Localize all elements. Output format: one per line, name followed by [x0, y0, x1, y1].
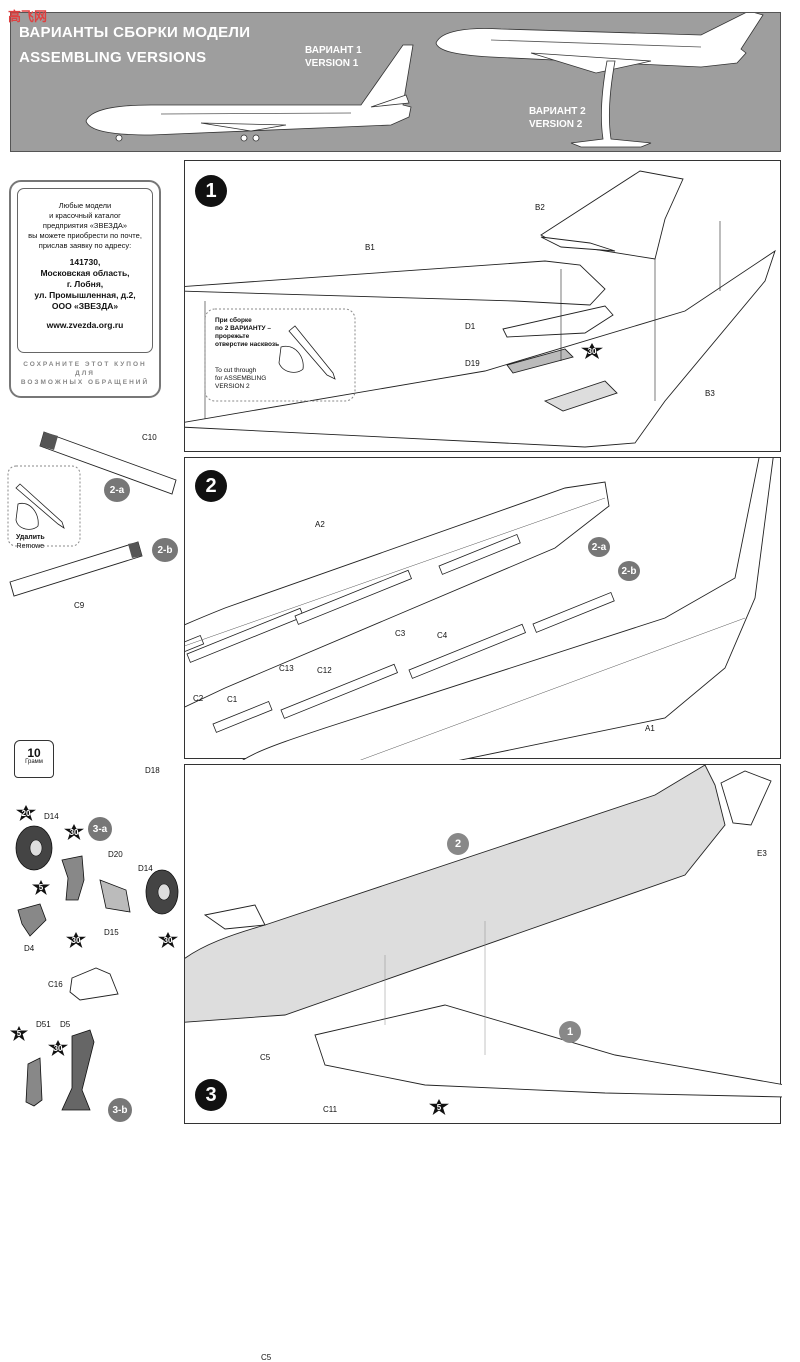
part-d51-label: D51 — [36, 1020, 51, 1029]
part-c5-label: C5 — [261, 1353, 272, 1362]
badge-3a: 3-a — [88, 817, 112, 841]
part-b1-label: B1 — [365, 243, 375, 252]
part-d14-label: D14 — [138, 864, 153, 873]
coupon-footer: СОХРАНИТЕ ЭТОТ КУПОН ДЛЯ ВОЗМОЖНЫХ ОБРАЩ… — [20, 361, 150, 386]
coupon-line: Любые модели — [58, 201, 112, 210]
badge-2b: 2-b — [152, 538, 178, 562]
order-coupon: Любые модели и красочный каталог предпри… — [9, 180, 161, 398]
part-c3-label: C3 — [395, 629, 406, 638]
part-b2-label: B2 — [535, 203, 545, 212]
step3-panel: 3 E3 C5 C11 2 1 5 — [184, 764, 782, 1362]
step2-badge-2b: 2-b — [618, 561, 640, 581]
badge-2a: 2-a — [104, 478, 130, 502]
part-d14-label: D14 — [44, 812, 59, 821]
step3-assembly-drawing — [185, 765, 782, 1098]
step2-fuselage-drawing — [185, 458, 774, 760]
assembly-versions-banner: ВАРИАНТЫ СБОРКИ МОДЕЛИ ASSEMBLING VERSIO… — [10, 12, 781, 152]
part-c5-label: C5 — [260, 1053, 271, 1062]
coupon-line: и красочный каталог — [49, 211, 121, 220]
coupon-address-line: ООО «ЗВЕЗДА» — [51, 301, 119, 311]
coupon-address-line: Московская область, — [40, 268, 130, 278]
part-c10-label: C10 — [142, 433, 157, 442]
part-d15-label: D15 — [104, 928, 119, 937]
nose-gear-drawing — [25, 967, 119, 1111]
part-c4-label: C4 — [437, 631, 448, 640]
subassembly-2-badge: 2 — [447, 833, 469, 855]
landing-gear-drawing — [15, 825, 179, 937]
part-b3-label: B3 — [705, 389, 715, 398]
step2-number: 2 — [195, 470, 227, 502]
step1-number: 1 — [195, 175, 227, 207]
part-c9-label: C9 — [74, 601, 85, 610]
part-c11-label: C11 — [323, 1105, 338, 1114]
part-d18-label: D18 — [145, 766, 160, 775]
part-c1-label: C1 — [227, 695, 238, 704]
part-d19-label: D19 — [465, 359, 480, 368]
part-e3-label: E3 — [757, 849, 767, 858]
step3-number: 3 — [195, 1079, 227, 1111]
part-d1-label: D1 — [465, 322, 476, 331]
part-c12-label: C12 — [317, 666, 332, 675]
step2-panel: 2 A2 A1 C1 C2 C3 C4 C12 C13 D18 2-a 2-b — [145, 457, 781, 775]
coupon-address-line: 141730, — [69, 257, 101, 267]
part-a2-label: A2 — [315, 520, 325, 529]
banner-title-ru: ВАРИАНТЫ СБОРКИ МОДЕЛИ — [19, 24, 251, 41]
part-d20-label: D20 — [108, 850, 123, 859]
coupon-address-line: г. Лобня, — [66, 279, 104, 289]
subassembly-1-badge: 1 — [559, 1021, 581, 1043]
badge-3b: 3-b — [108, 1098, 132, 1122]
watermark-logo: 高飞网 — [8, 9, 48, 24]
part-d5-label: D5 — [60, 1020, 71, 1029]
airliner-silhouettes — [85, 13, 764, 148]
coupon-address-line: ул. Промышленная, д.2, — [34, 290, 136, 300]
part-c13-label: C13 — [279, 664, 294, 673]
part-c2-label: C2 — [193, 694, 204, 703]
step1-wing-drawing — [185, 170, 776, 448]
weight-10g: 10 Грамм — [14, 740, 54, 778]
banner-title-en: ASSEMBLING VERSIONS — [19, 49, 207, 66]
coupon-line: предприятия «ЗВЕЗДА» — [42, 221, 128, 230]
coupon-text-box: Любые модели и красочный каталог предпри… — [17, 188, 153, 353]
part-a1-label: A1 — [645, 724, 655, 733]
coupon-line: вы можете приобрести по почте, — [28, 231, 142, 240]
step2-badge-2a: 2-a — [588, 537, 610, 557]
coupon-line: прислав заявку по адресу: — [38, 241, 132, 250]
part-d4-label: D4 — [24, 944, 35, 953]
window-strip-drawing — [7, 431, 177, 597]
coupon-website[interactable]: www.zvezda.org.ru — [46, 320, 124, 330]
part-c16-label: C16 — [48, 980, 63, 989]
